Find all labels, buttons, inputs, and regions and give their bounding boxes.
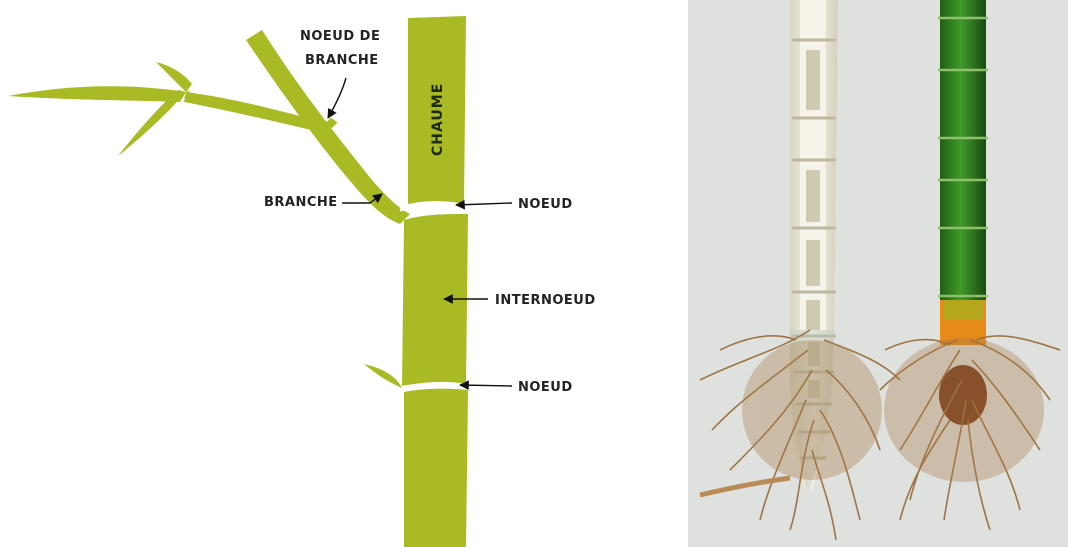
lower-node-stub xyxy=(364,364,402,388)
bamboo-illustration: CHAUME NOEUD DE BRANCHE BRANCHE NOEUD IN… xyxy=(8,16,596,547)
node-line-top xyxy=(400,206,470,210)
node-top-arrow xyxy=(456,203,512,205)
culm-segment-bottom xyxy=(404,389,468,547)
branch-node-label-line2: BRANCHE xyxy=(305,53,379,68)
branch-node-mark xyxy=(318,120,334,126)
leaves xyxy=(8,62,192,156)
branch-label: BRANCHE xyxy=(264,195,338,210)
node-bottom-arrow xyxy=(460,385,512,386)
node-bottom-label: NOEUD xyxy=(518,380,573,395)
node-top-label: NOEUD xyxy=(518,197,573,212)
internode-label: INTERNOEUD xyxy=(495,293,596,308)
culm-segment-middle xyxy=(402,214,468,386)
node-line-bottom xyxy=(398,384,470,388)
branch-node-arrow xyxy=(328,78,346,118)
bamboo-photo xyxy=(688,0,1068,547)
branch-node-label-line1: NOEUD DE xyxy=(300,29,380,44)
culm-label: CHAUME xyxy=(430,83,446,156)
